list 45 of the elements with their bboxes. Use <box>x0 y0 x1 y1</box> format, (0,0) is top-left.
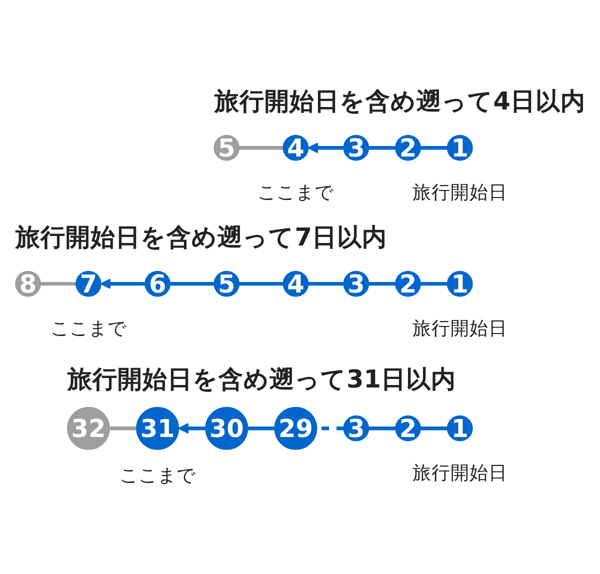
number-circle: 30 <box>205 406 248 450</box>
number-circle: 4 <box>282 133 309 163</box>
number-circle: 5 <box>214 268 240 299</box>
number-circle: 6 <box>144 268 170 299</box>
number-circle: 2 <box>395 414 421 444</box>
connector-line <box>238 146 284 150</box>
number-circle: 1 <box>446 133 473 163</box>
number-circle: 7 <box>76 268 102 299</box>
connector-line <box>368 146 396 150</box>
heading-text: 旅行開始日を含め遡って7日以内 <box>16 222 387 252</box>
number-circle: 4 <box>282 268 309 299</box>
connector-line <box>420 282 448 286</box>
connector-line <box>420 146 448 150</box>
connector-line <box>248 426 275 430</box>
heading-text: 旅行開始日を含め遡って31日以内 <box>68 364 456 394</box>
arrow <box>308 142 344 154</box>
connector-line <box>40 282 76 286</box>
number-circle: 29 <box>274 406 318 450</box>
number-circle: 31 <box>136 406 180 450</box>
number-circle: 3 <box>343 133 370 163</box>
arrow <box>178 422 206 434</box>
number-circle: 3 <box>343 268 370 299</box>
number-circle: 1 <box>446 268 473 299</box>
number-circle: 3 <box>343 414 370 444</box>
number-circle: 1 <box>446 414 473 444</box>
connector-line <box>368 426 396 430</box>
number-circle: 5 <box>214 133 240 163</box>
connector-line <box>308 282 344 286</box>
connector-line <box>238 282 284 286</box>
connector-line <box>170 282 214 286</box>
caption-text: 旅行開始日 <box>412 182 508 204</box>
number-circle: 32 <box>66 406 110 450</box>
caption-text: 旅行開始日 <box>412 463 508 484</box>
connector-line <box>109 426 137 430</box>
caption-text: ここまで <box>258 182 334 204</box>
number-circle: 2 <box>395 133 421 163</box>
caption-text: ここまで <box>120 465 196 486</box>
number-circle: 2 <box>395 268 421 299</box>
arrow <box>100 278 146 290</box>
caption-text: 旅行開始日 <box>412 318 508 340</box>
caption-text: ここまで <box>50 318 126 340</box>
number-circle: 8 <box>15 268 41 299</box>
connector-line <box>420 426 448 430</box>
heading-text: 旅行開始日を含め遡って4日以内 <box>214 86 586 116</box>
connector-line <box>368 282 396 286</box>
